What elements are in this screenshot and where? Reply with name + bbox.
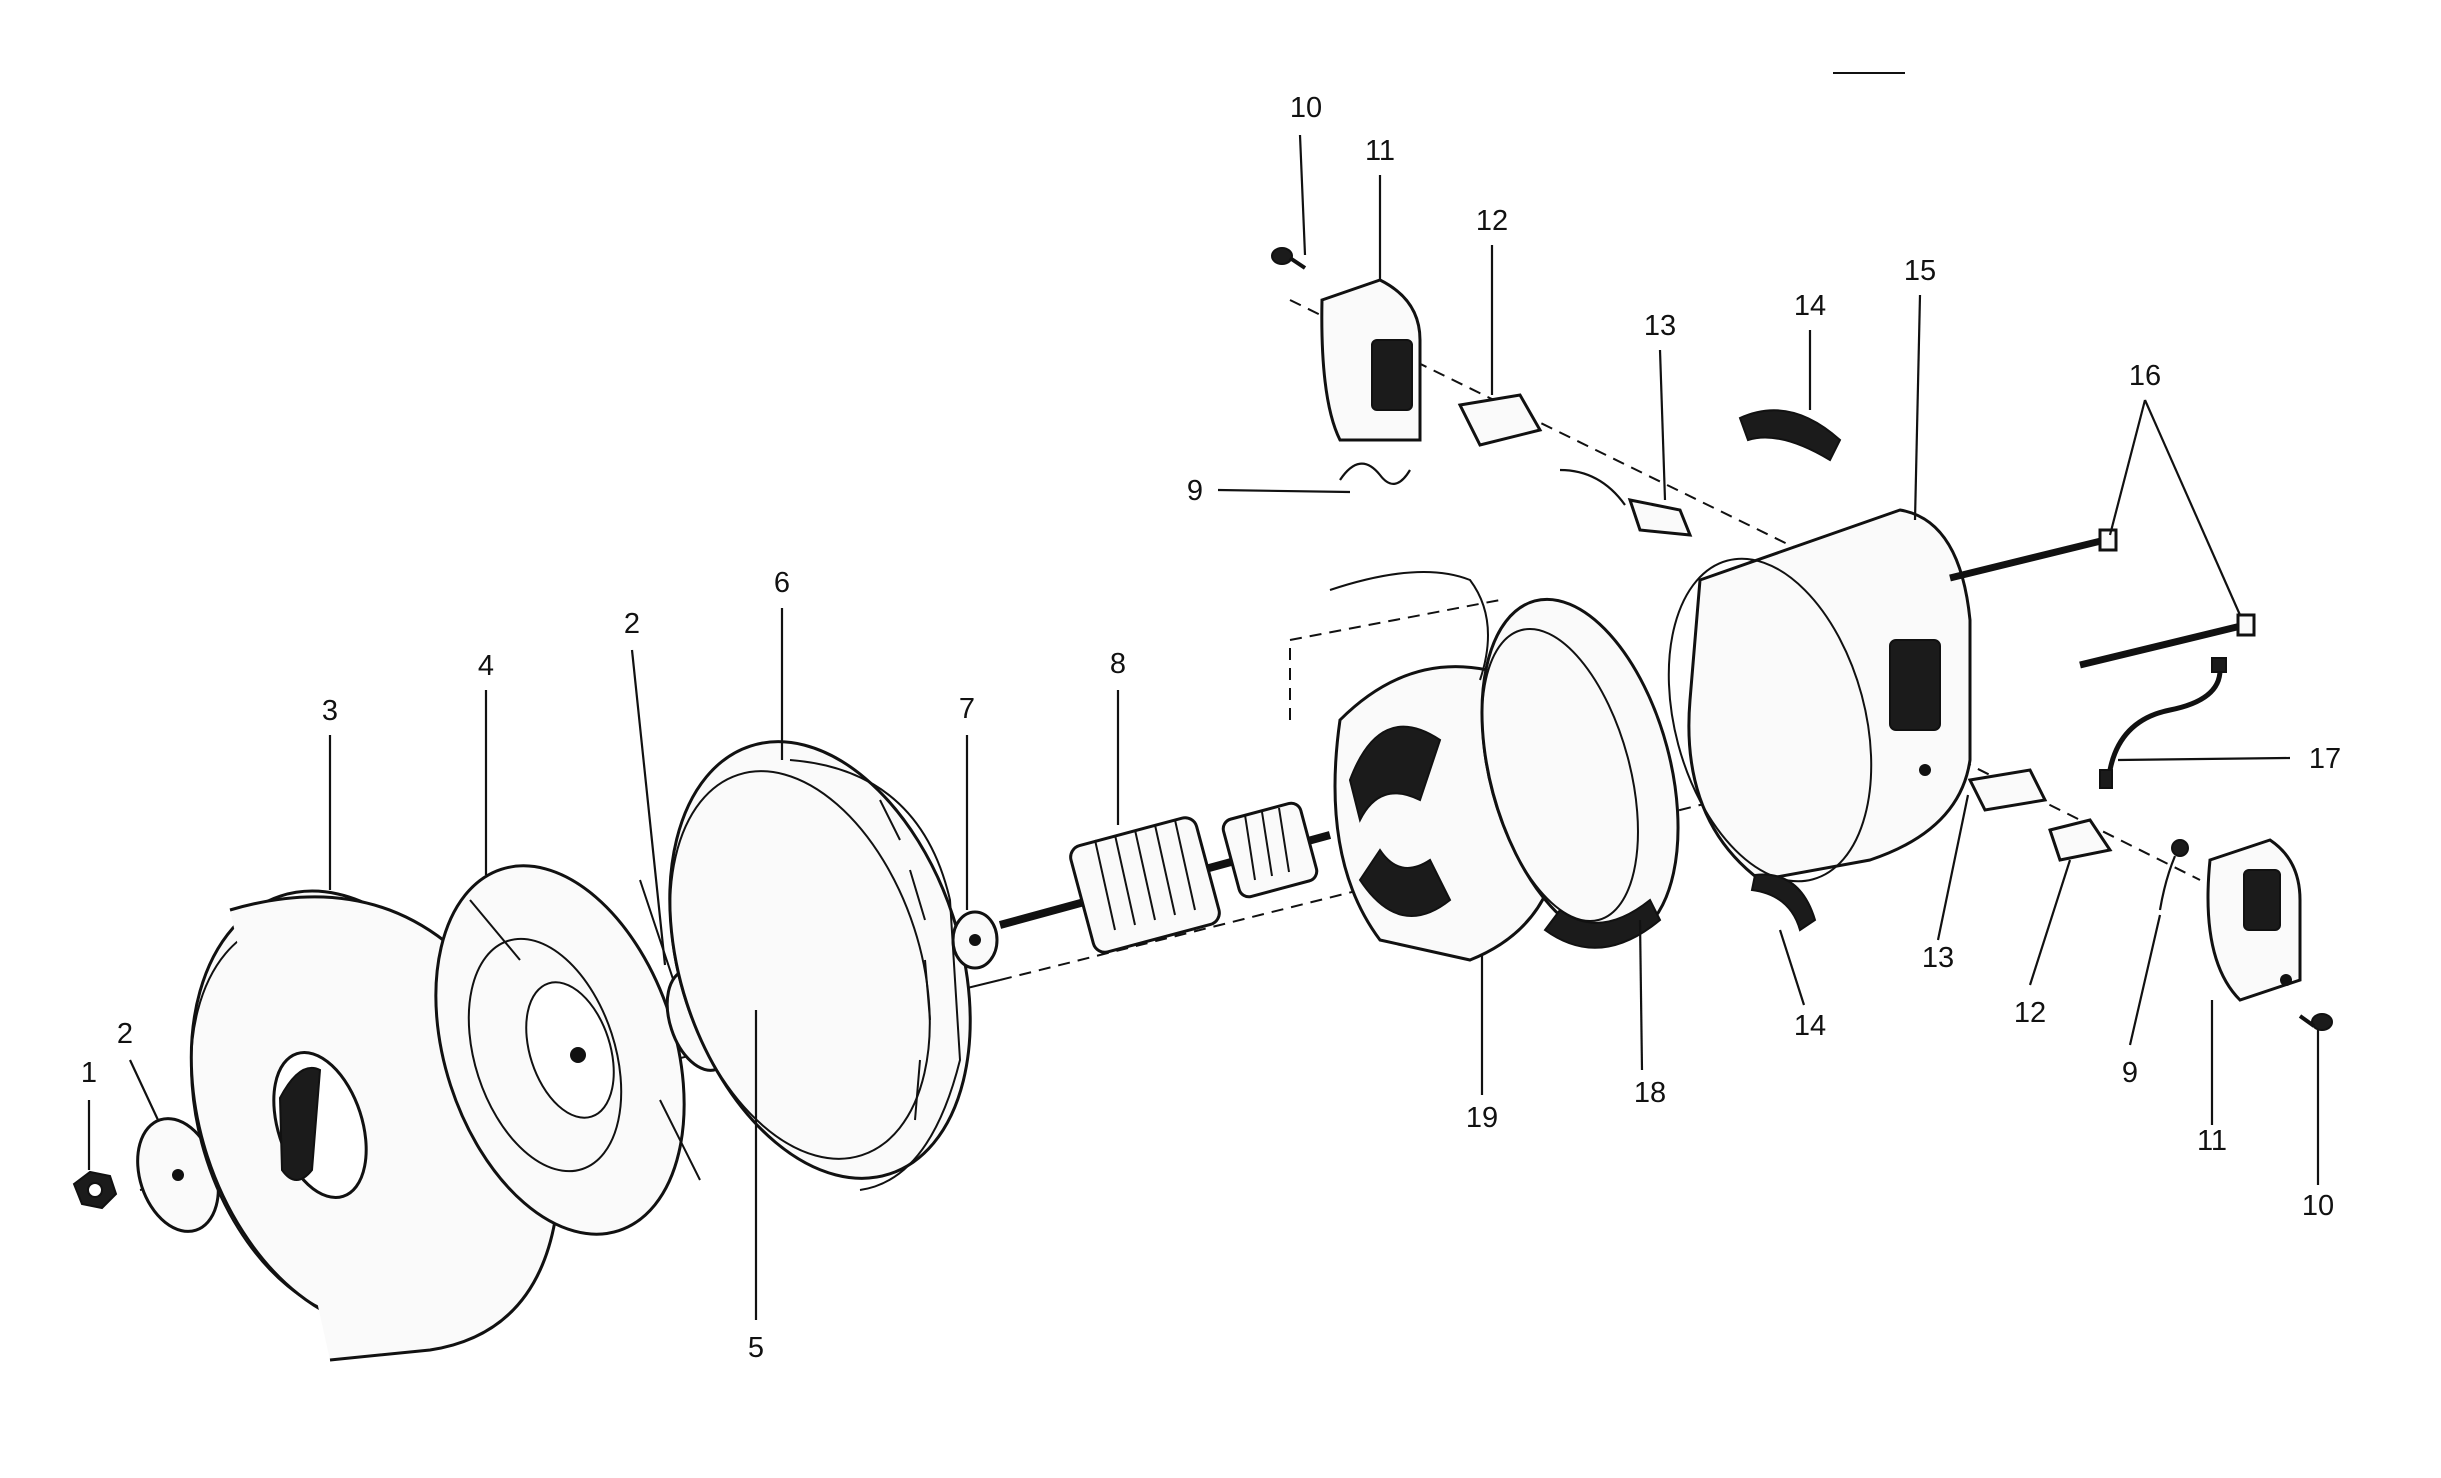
callout-labels: 1 2 3 4 2 5 6 7 8 9 10 11 12 13 14 15 16… xyxy=(81,92,2341,1364)
callout-10: 10 xyxy=(1290,92,1322,124)
callout-9: 9 xyxy=(1187,475,1203,507)
part-13-carbon-brush-top xyxy=(1559,468,1693,537)
part-10-screw-bottom xyxy=(2298,1013,2333,1031)
part-9-spring-top xyxy=(1339,462,1411,485)
callout-7: 7 xyxy=(959,693,975,725)
callout-9: 9 xyxy=(2122,1057,2138,1089)
callout-2: 2 xyxy=(117,1018,133,1050)
callout-14: 14 xyxy=(1794,290,1826,322)
callout-16: 16 xyxy=(2129,360,2161,392)
callout-15: 15 xyxy=(1904,255,1936,287)
callout-10: 10 xyxy=(2302,1190,2334,1222)
part-10-screw-top xyxy=(1271,247,1307,270)
callout-17: 17 xyxy=(2309,743,2341,775)
callout-12: 12 xyxy=(1476,205,1508,237)
callout-13: 13 xyxy=(1922,942,1954,974)
callout-19: 19 xyxy=(1466,1102,1498,1134)
part-11-brush-cap-bottom xyxy=(2206,838,2302,1002)
callout-2: 2 xyxy=(624,608,640,640)
callout-11: 11 xyxy=(2197,1125,2227,1157)
part-6-end-shield xyxy=(668,740,972,1191)
part-12-brush-holder-top xyxy=(1457,393,1543,447)
callout-3: 3 xyxy=(322,695,338,727)
part-18-stator-ring xyxy=(1480,597,1680,949)
callout-1: 1 xyxy=(81,1057,97,1089)
part-14-bracket-bottom xyxy=(1750,873,1817,932)
part-8-armature xyxy=(998,801,1332,954)
part-11-brush-cap-top xyxy=(1320,278,1422,442)
part-15-motor-housing xyxy=(1667,508,1972,883)
callout-18: 18 xyxy=(1634,1077,1666,1109)
callout-14: 14 xyxy=(1794,1010,1826,1042)
callout-8: 8 xyxy=(1110,648,1126,680)
callout-4: 4 xyxy=(478,650,494,682)
part-9-spring-bottom xyxy=(2158,839,2189,911)
callout-12: 12 xyxy=(2014,997,2046,1029)
part-4-fan-impeller xyxy=(434,864,701,1236)
part-14-bracket-top xyxy=(1738,409,1842,462)
callout-6: 6 xyxy=(774,567,790,599)
part-13-carbon-brush-bottom xyxy=(1967,768,2048,812)
part-17-lead-wire xyxy=(2099,657,2227,789)
callout-11: 11 xyxy=(1365,135,1395,167)
callout-5: 5 xyxy=(748,1332,764,1364)
callout-13: 13 xyxy=(1644,310,1676,342)
part-12-brush-holder-bottom xyxy=(2048,818,2113,862)
part-7-thrust-washer xyxy=(951,910,999,970)
part-16-through-bolts xyxy=(1949,528,2256,669)
part-1-nut xyxy=(72,1170,118,1210)
leader-lines xyxy=(87,134,2320,1320)
